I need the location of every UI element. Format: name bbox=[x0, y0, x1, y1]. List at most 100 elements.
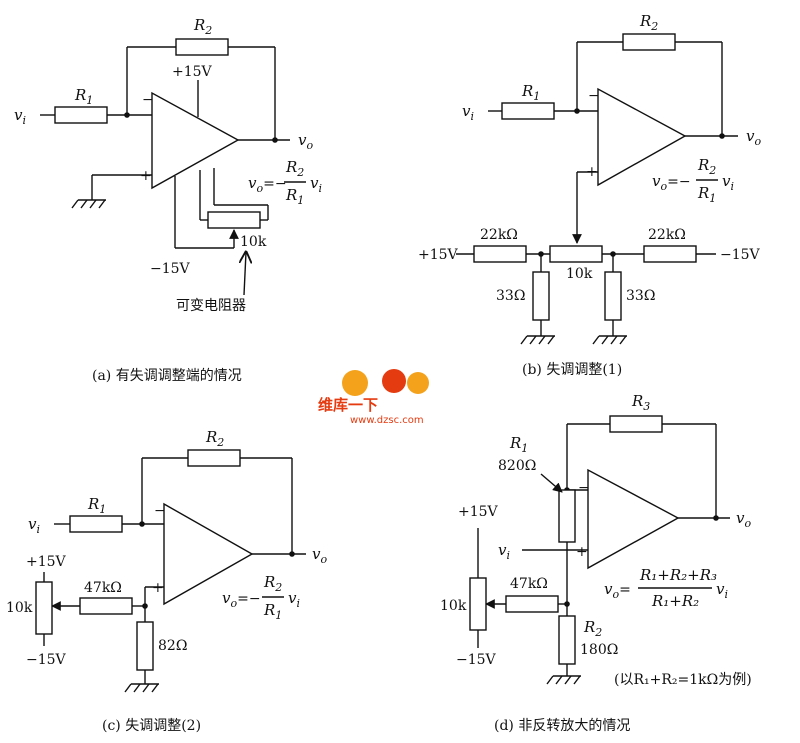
resistor-r3 bbox=[609, 415, 663, 433]
svg-text:+: + bbox=[586, 164, 598, 180]
svg-text:R1: R1 bbox=[697, 184, 716, 205]
svg-text:vo=−: vo=− bbox=[248, 174, 287, 195]
svg-text:R2: R2 bbox=[285, 158, 304, 179]
svg-text:R3: R3 bbox=[631, 392, 650, 413]
potentiometer bbox=[207, 211, 261, 229]
resistor-33-left bbox=[532, 271, 550, 321]
svg-text:180Ω: 180Ω bbox=[580, 642, 618, 658]
svg-text:+: + bbox=[152, 580, 164, 596]
mascot-icon bbox=[342, 370, 368, 396]
svg-text:维库一下: 维库一下 bbox=[318, 396, 378, 414]
mascot-icon bbox=[407, 372, 429, 394]
svg-text:vi: vi bbox=[310, 174, 322, 195]
svg-text:vo: vo bbox=[312, 545, 327, 566]
mascot-icon bbox=[382, 369, 406, 393]
svg-text:−15V: −15V bbox=[26, 652, 67, 668]
svg-text:vo: vo bbox=[298, 131, 313, 152]
resistor-82 bbox=[136, 621, 154, 671]
svg-text:22kΩ: 22kΩ bbox=[648, 227, 686, 243]
potentiometer bbox=[35, 581, 53, 635]
svg-text:vo=−: vo=− bbox=[222, 589, 261, 610]
svg-text:82Ω: 82Ω bbox=[158, 638, 187, 654]
resistor-r2 bbox=[175, 38, 229, 56]
resistor-r2 bbox=[187, 449, 241, 467]
svg-text:vo: vo bbox=[736, 509, 751, 530]
svg-text:R1: R1 bbox=[285, 186, 304, 207]
caption-d: (d) 非反转放大的情况 bbox=[494, 718, 630, 734]
svg-text:10k: 10k bbox=[240, 234, 267, 250]
panel-a: vi R1 R2 +15V − + vo 10k −15V 可变电阻器 vo=−… bbox=[14, 16, 322, 384]
resistor-47k bbox=[79, 597, 133, 615]
svg-text:47kΩ: 47kΩ bbox=[84, 580, 122, 596]
junction-dot bbox=[289, 551, 295, 557]
panel-b: vi R1 R2 − + vo +15V −15V 22kΩ 22kΩ 10k … bbox=[418, 12, 761, 378]
op-amp bbox=[151, 91, 240, 190]
svg-text:−: − bbox=[588, 88, 600, 104]
svg-text:−15V: −15V bbox=[720, 247, 761, 263]
svg-text:vi: vi bbox=[288, 589, 300, 610]
svg-text:R1: R1 bbox=[263, 601, 282, 622]
svg-text:R2: R2 bbox=[205, 428, 224, 449]
svg-text:−15V: −15V bbox=[150, 261, 191, 277]
svg-text:vo: vo bbox=[746, 127, 761, 148]
resistor-r1 bbox=[501, 102, 555, 120]
svg-text:−15V: −15V bbox=[456, 652, 497, 668]
junction-dot bbox=[719, 133, 725, 139]
caption-c: (c) 失调调整(2) bbox=[102, 718, 201, 734]
formula-b: vo=− R2 R1 vi bbox=[652, 156, 734, 205]
svg-text:R1: R1 bbox=[87, 495, 106, 516]
resistor-33-right bbox=[604, 271, 622, 321]
resistor-r1 bbox=[558, 489, 576, 543]
svg-text:可变电阻器: 可变电阻器 bbox=[176, 298, 246, 314]
svg-text:R2: R2 bbox=[697, 156, 716, 177]
resistor-22k-right bbox=[643, 245, 697, 263]
caption-a: (a) 有失调调整端的情况 bbox=[92, 368, 242, 384]
svg-text:10k: 10k bbox=[440, 598, 467, 614]
svg-text:+: + bbox=[576, 544, 588, 560]
svg-text:33Ω: 33Ω bbox=[626, 288, 655, 304]
resistor-r2 bbox=[622, 33, 676, 51]
svg-text:vo=−: vo=− bbox=[652, 172, 691, 193]
svg-text:www.dzsc.com: www.dzsc.com bbox=[350, 415, 424, 426]
op-amp bbox=[163, 502, 254, 606]
formula-d: vo= R₁+R₂+R₃ R₁+R₂ vi bbox=[604, 566, 728, 610]
svg-text:vi: vi bbox=[14, 106, 26, 127]
svg-text:−: − bbox=[142, 92, 154, 108]
potentiometer bbox=[469, 577, 487, 631]
svg-text:47kΩ: 47kΩ bbox=[510, 576, 548, 592]
svg-text:R1: R1 bbox=[509, 434, 528, 455]
op-amp bbox=[587, 468, 680, 570]
op-amp bbox=[597, 87, 687, 187]
resistor-r1 bbox=[54, 106, 108, 124]
svg-text:vi: vi bbox=[722, 172, 734, 193]
svg-text:820Ω: 820Ω bbox=[498, 458, 536, 474]
svg-text:+15V: +15V bbox=[26, 554, 67, 570]
junction-dot bbox=[713, 515, 719, 521]
caption-b: (b) 失调调整(1) bbox=[522, 362, 622, 378]
svg-text:R2: R2 bbox=[263, 573, 282, 594]
watermark-logo: 维库一下 www.dzsc.com bbox=[318, 369, 429, 426]
svg-text:−: − bbox=[154, 503, 166, 519]
svg-text:+: + bbox=[140, 168, 152, 184]
formula-a: vo=− R2 R1 vi bbox=[248, 158, 322, 207]
panel-d: R1 820Ω R3 − + vo vi +15V 10k −15V 47kΩ … bbox=[440, 392, 752, 734]
panel-c: vi R1 R2 − + vo +15V 10k −15V 47kΩ 82Ω v… bbox=[6, 428, 327, 734]
svg-text:vi: vi bbox=[716, 580, 728, 601]
svg-text:+15V: +15V bbox=[458, 504, 499, 520]
svg-text:vo=: vo= bbox=[604, 580, 631, 601]
svg-text:R₁+R₂+R₃: R₁+R₂+R₃ bbox=[639, 566, 717, 584]
formula-c: vo=− R2 R1 vi bbox=[222, 573, 300, 622]
svg-text:R2: R2 bbox=[639, 12, 658, 33]
resistor-r1 bbox=[69, 515, 123, 533]
resistor-r2 bbox=[558, 615, 576, 665]
svg-text:R2: R2 bbox=[583, 618, 602, 639]
junction-dot bbox=[272, 137, 278, 143]
svg-text:10k: 10k bbox=[6, 600, 33, 616]
potentiometer bbox=[549, 245, 603, 263]
example-note: (以R₁+R₂=1kΩ为例) bbox=[614, 672, 752, 688]
svg-text:−: − bbox=[578, 480, 590, 496]
svg-text:R₁+R₂: R₁+R₂ bbox=[651, 592, 699, 610]
svg-text:+15V: +15V bbox=[172, 64, 213, 80]
